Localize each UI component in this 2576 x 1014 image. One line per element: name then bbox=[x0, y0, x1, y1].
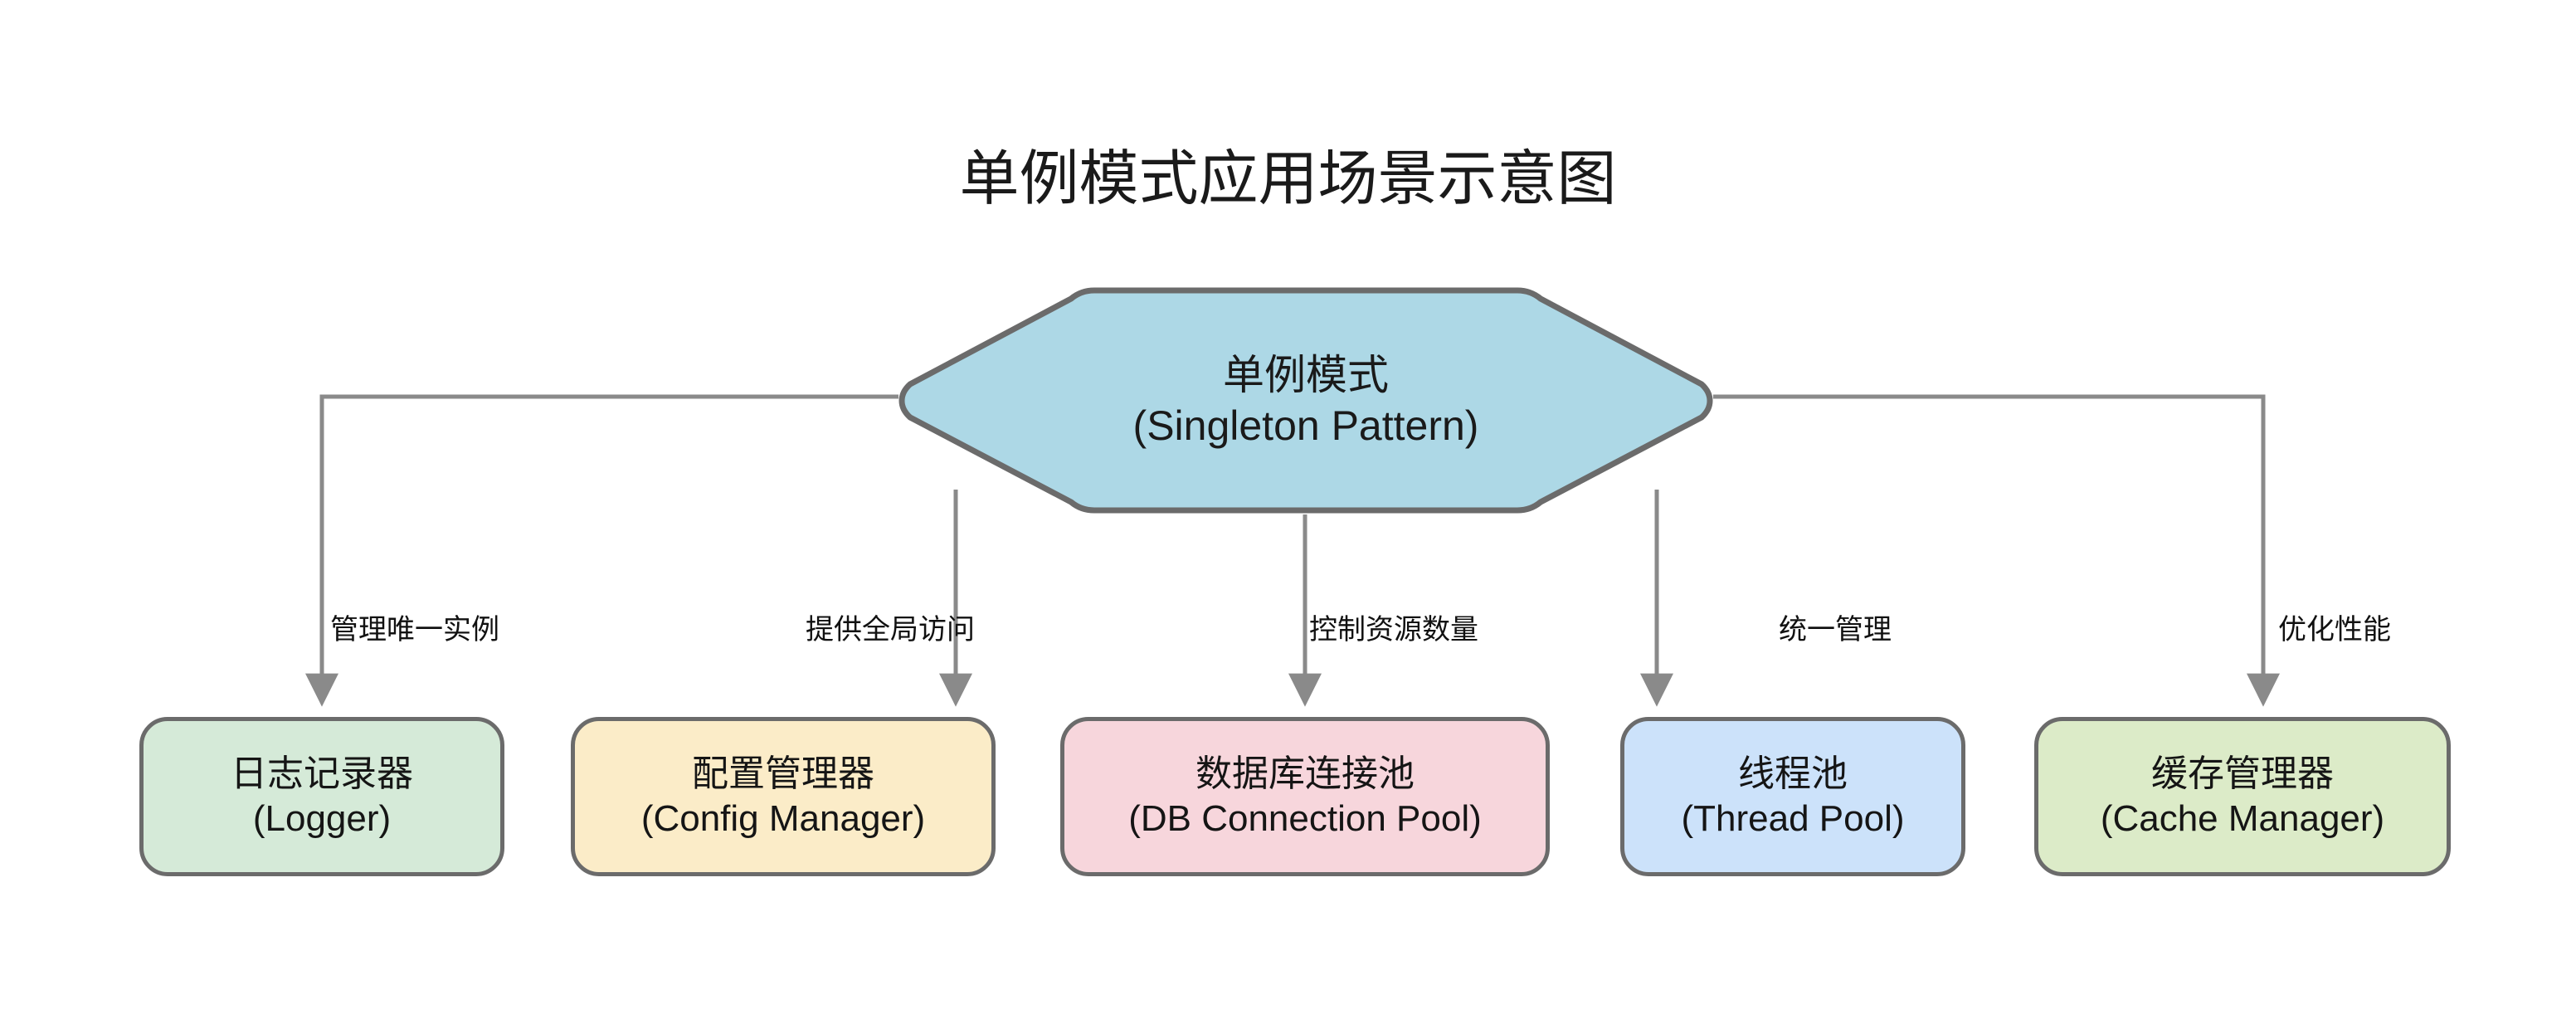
node-db-connection-pool-label-en: (DB Connection Pool) bbox=[1128, 798, 1482, 839]
node-config-manager[interactable]: 配置管理器 (Config Manager) bbox=[571, 717, 996, 876]
node-cache-manager[interactable]: 缓存管理器 (Cache Manager) bbox=[2034, 717, 2451, 876]
node-cache-manager-label-en: (Cache Manager) bbox=[2100, 798, 2385, 839]
node-thread-pool[interactable]: 线程池 (Thread Pool) bbox=[1620, 717, 1965, 876]
node-singleton-pattern[interactable]: 单例模式 (Singleton Pattern) bbox=[898, 286, 1713, 514]
node-logger-label-cn: 日志记录器 bbox=[231, 753, 413, 795]
octagon-shape bbox=[898, 287, 1713, 514]
edge-label-manage-unique-instance: 管理唯一实例 bbox=[330, 614, 499, 646]
node-logger-label-en: (Logger) bbox=[252, 798, 392, 839]
edge-label-provide-global-access: 提供全局访问 bbox=[806, 614, 975, 646]
edge-label-control-resource-count: 控制资源数量 bbox=[1309, 614, 1478, 646]
node-config-manager-label-en: (Config Manager) bbox=[640, 798, 926, 839]
page-title: 单例模式应用场景示意图 bbox=[959, 146, 1617, 212]
node-thread-pool-label-cn: 线程池 bbox=[1738, 753, 1848, 795]
node-config-manager-label-cn: 配置管理器 bbox=[692, 753, 874, 795]
edge-label-unified-management: 统一管理 bbox=[1779, 614, 1892, 646]
node-db-connection-pool[interactable]: 数据库连接池 (DB Connection Pool) bbox=[1060, 717, 1550, 876]
node-db-connection-pool-label-cn: 数据库连接池 bbox=[1195, 753, 1415, 795]
node-logger[interactable]: 日志记录器 (Logger) bbox=[139, 717, 504, 876]
edge-path-optimize-performance bbox=[1713, 394, 2280, 707]
node-thread-pool-label-en: (Thread Pool) bbox=[1681, 798, 1905, 839]
edge-label-optimize-performance: 优化性能 bbox=[2278, 614, 2391, 646]
edge-path-manage-unique-instance bbox=[305, 394, 898, 707]
node-cache-manager-label-cn: 缓存管理器 bbox=[2151, 753, 2334, 795]
